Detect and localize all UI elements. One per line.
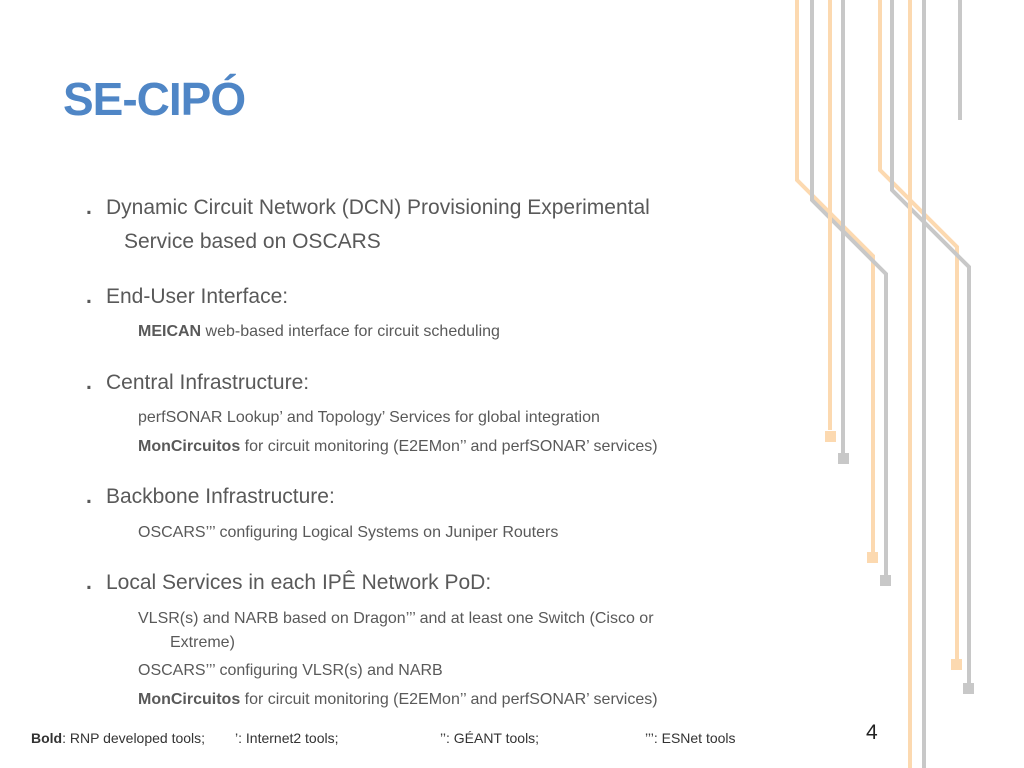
moncircuitos-label: MonCircuitos <box>138 438 241 455</box>
sub-bullet-moncircuitos-1: MonCircuitos for circuit monitoring (E2E… <box>138 438 658 456</box>
footer-legend-internet2: ’: Internet2 tools; <box>235 730 339 746</box>
sub-bullet-meican: MEICAN web-based interface for circuit s… <box>138 323 500 341</box>
bullet-glyph: . <box>86 196 92 219</box>
meican-description: web-based interface for circuit scheduli… <box>201 323 500 340</box>
moncircuitos-description: for circuit monitoring (E2EMon’’ and per… <box>240 438 658 455</box>
moncircuitos-description: for circuit monitoring (E2EMon’’ and per… <box>240 691 658 708</box>
page-number: 4 <box>866 721 878 744</box>
sub-bullet-moncircuitos-2: MonCircuitos for circuit monitoring (E2E… <box>138 691 658 709</box>
bullet-end-user-label: End-User Interface: <box>106 285 289 308</box>
footer-legend-rnp: Bold: RNP developed tools; <box>31 730 205 746</box>
footer-bold-label: Bold <box>31 730 63 746</box>
sub-bullet-oscars-vlsr: OSCARS’’’ configuring VLSR(s) and NARB <box>138 662 443 679</box>
bullet-central-infra-label: Central Infrastructure: <box>106 371 310 394</box>
sub-bullet-vlsr: VLSR(s) and NARB based on Dragon’’’ and … <box>138 610 654 651</box>
slide-title: SE-CIPÓ <box>63 73 246 125</box>
bullet-local-services-label: Local Services in each IPÊ Network PoD: <box>106 571 492 594</box>
bullet-glyph: . <box>86 371 92 394</box>
vlsr-line2: Extreme) <box>170 634 235 651</box>
bullet-glyph: . <box>86 485 92 508</box>
bullet-dcn-line2: Service based on OSCARS <box>124 230 381 253</box>
bullet-glyph: . <box>86 285 92 308</box>
bullet-dcn-line1: Dynamic Circuit Network (DCN) Provisioni… <box>106 196 650 219</box>
sub-bullet-perfsonar: perfSONAR Lookup’ and Topology’ Services… <box>138 409 600 426</box>
footer-legend-esnet: ’’’: ESNet tools <box>645 730 736 746</box>
sub-bullet-oscars-juniper: OSCARS’’’ configuring Logical Systems on… <box>138 524 559 541</box>
moncircuitos-label: MonCircuitos <box>138 691 241 708</box>
footer-legend-geant: ’’: GÉANT tools; <box>440 730 540 746</box>
vlsr-line1: VLSR(s) and NARB based on Dragon’’’ and … <box>138 610 654 627</box>
footer-rnp-text: : RNP developed tools; <box>62 730 206 746</box>
meican-label: MEICAN <box>138 323 202 340</box>
bullet-backbone-infra-label: Backbone Infrastructure: <box>106 485 335 508</box>
bullet-glyph: . <box>86 571 92 594</box>
